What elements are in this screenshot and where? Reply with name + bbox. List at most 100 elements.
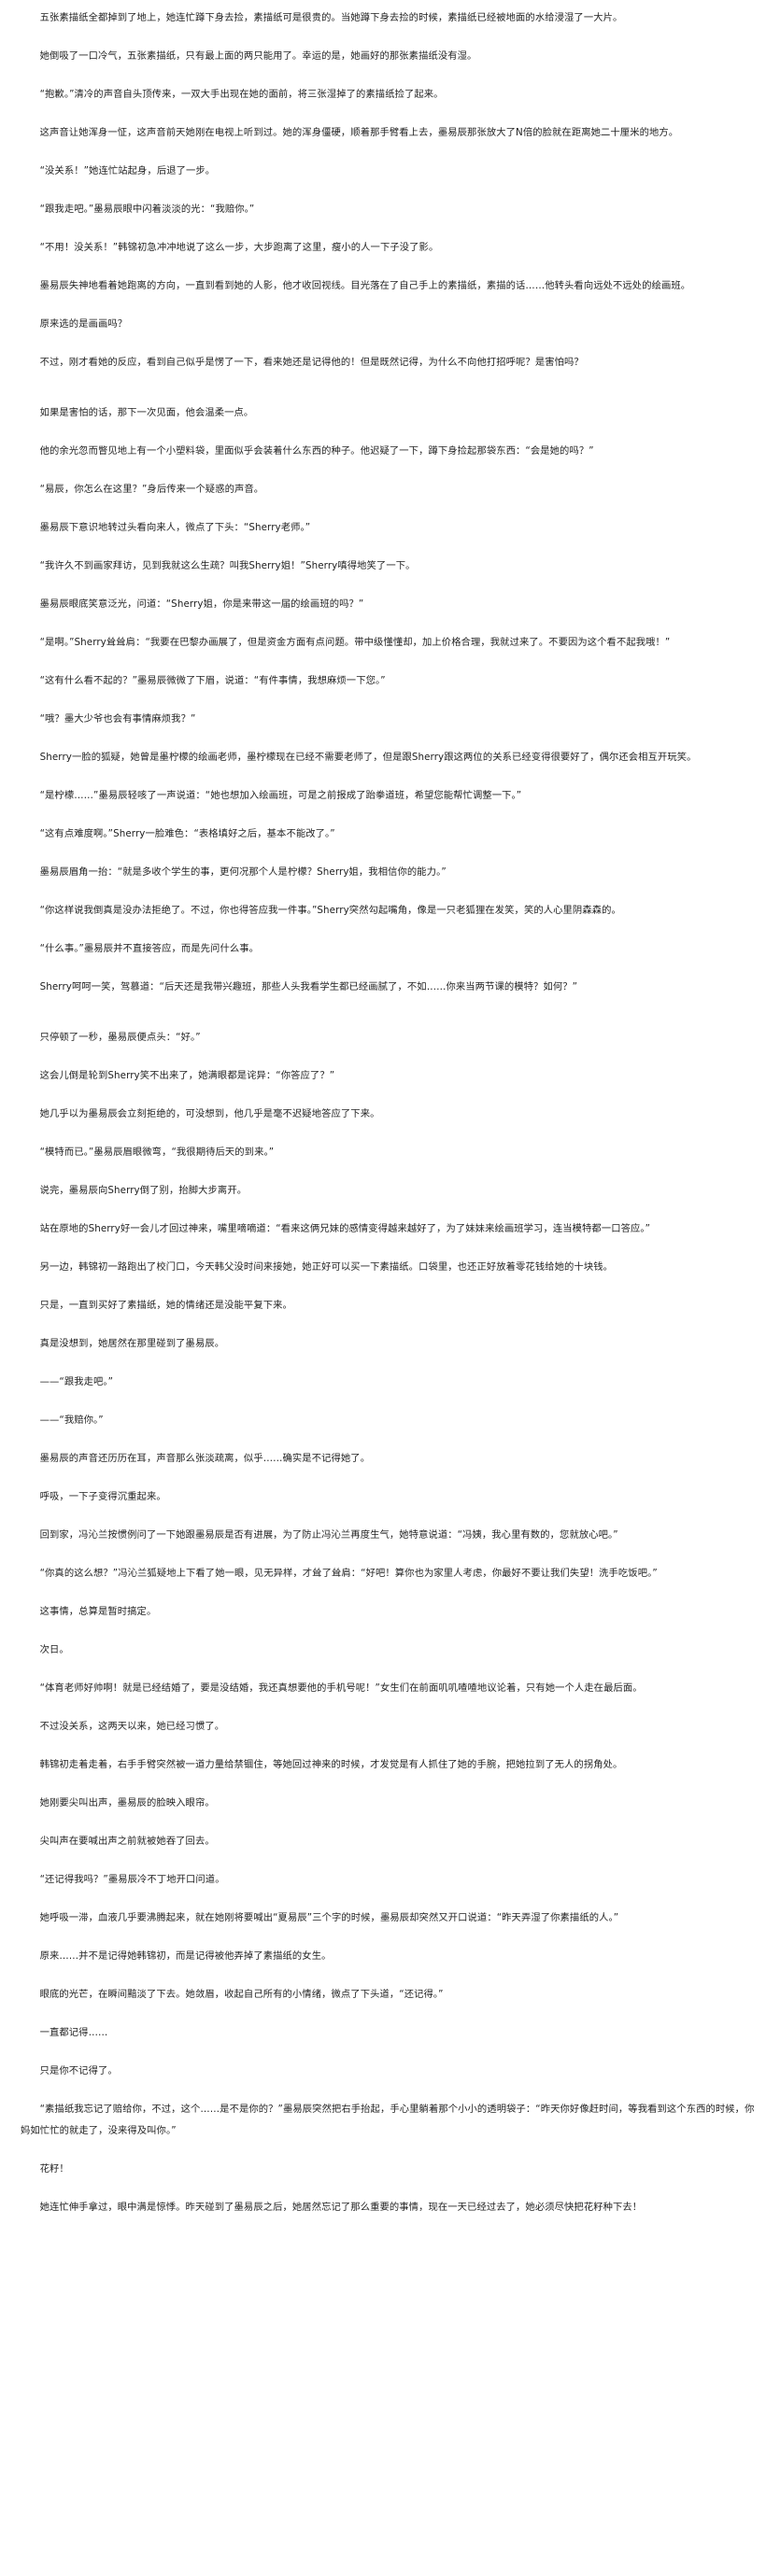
paragraph-gap — [21, 1163, 763, 1180]
paragraph: 这声音让她浑身一怔，这声音前天她刚在电视上听到过。她的浑身僵硬，顺着那手臂看上去… — [39, 127, 679, 138]
paragraph-gap — [21, 1393, 763, 1410]
paragraph-gap — [21, 335, 763, 352]
paragraph-gap — [21, 1699, 763, 1716]
paragraph: “我许久不到画家拜访，见到我就这么生疏？叫我Sherry姐！”Sherry嗔得地… — [39, 560, 416, 571]
paragraph: 站在原地的Sherry好一会儿才回过神来，嘴里嘀嘀道：“看来这俩兄妹的感情变得越… — [39, 1223, 651, 1234]
paragraph: 墨易辰眼底笑意泛光，问道：“Sherry姐，你是来带这一届的绘画班的吗？” — [39, 598, 364, 610]
paragraph: Sherry呵呵一笑，驾慕道：“后天还是我带兴趣班，那些人头我看学生都已经画腻了… — [39, 981, 578, 992]
paragraph: “不用！没关系！”韩锦初急冲冲地说了这么一步，大步跑离了这里，瘦小的人一下子没了… — [39, 242, 439, 253]
paragraph: “素描纸我忘记了赔给你，不过，这个……是不是你的？”墨易辰突然把右手抬起，手心里… — [21, 2104, 755, 2136]
paragraph: “模特而已。”墨易辰眉眼微弯，“我很期待后天的到来。” — [39, 1147, 275, 1158]
paragraph: 花籽！ — [39, 2163, 69, 2175]
paragraph: “抱歉。”清冷的声音自头顶传来，一双大手出现在她的面前，将三张湿掉了的素描纸捡了… — [39, 89, 444, 100]
paragraph: 不过没关系，这两天以来，她已经习惯了。 — [39, 1721, 225, 1732]
paragraph-gap — [21, 220, 763, 237]
paragraph-gap — [21, 1316, 763, 1333]
paragraph: “哦？墨大少爷也会有事情麻烦我？” — [39, 713, 196, 725]
paragraph: 只是，一直到买好了素描纸，她的情绪还是没能平复下来。 — [39, 1300, 292, 1311]
paragraph: “体育老师好帅啊！就是已经结婚了，要是没结婚，我还真想要他的手机号呢！”女生们在… — [39, 1682, 643, 1694]
paragraph: 这事情，总算是暂时搞定。 — [39, 1606, 157, 1617]
paragraph: 墨易辰眉角一抬：“就是多收个学生的事，更何况那个人是柠檬？Sherry姐，我相信… — [39, 866, 447, 878]
paragraph-gap — [21, 1814, 763, 1831]
paragraph-gap — [21, 1125, 763, 1142]
paragraph-gap — [21, 1546, 763, 1563]
paragraph: 她几乎以为墨易辰会立刻拒绝的，可没想到，他几乎是毫不迟疑地答应了下来。 — [39, 1108, 380, 1119]
paragraph-gap — [21, 1431, 763, 1448]
paragraph-gap — [21, 1470, 763, 1486]
section-gap — [21, 998, 763, 1027]
paragraph-gap — [21, 730, 763, 747]
paragraph: 她呼吸一滞，血液几乎要沸腾起来，就在她刚将要喊出“夏易辰”三个字的时候，墨易辰却… — [39, 1912, 619, 1923]
paragraph: “你真的这么想？”冯沁兰狐疑地上下看了她一眼，见无异样，才耸了耸肩：“好吧！算你… — [39, 1568, 658, 1579]
paragraph-gap — [21, 922, 763, 938]
paragraph-gap — [21, 615, 763, 632]
paragraph-gap — [21, 182, 763, 199]
paragraph-gap — [21, 462, 763, 479]
paragraph: 如果是害怕的话，那下一次见面，他会温柔一点。 — [39, 407, 254, 418]
paragraph: 不过，刚才看她的反应，看到自己似乎是愣了一下，看来她还是记得他的！但是既然记得，… — [39, 357, 584, 368]
paragraph-gap — [21, 1087, 763, 1104]
paragraph-gap — [21, 1623, 763, 1640]
paragraph-gap — [21, 424, 763, 441]
paragraph: 真是没想到，她居然在那里碰到了墨易辰。 — [39, 1338, 225, 1349]
paragraph: 另一边，韩锦初一路跑出了校门口，今天韩父没时间来接她，她正好可以买一下素描纸。口… — [39, 1261, 614, 1273]
paragraph: 只是你不记得了。 — [39, 2065, 118, 2076]
paragraph: 一直都记得…… — [39, 2027, 108, 2038]
paragraph-gap — [21, 883, 763, 900]
paragraph-gap — [21, 1049, 763, 1065]
paragraph-gap — [21, 1738, 763, 1754]
paragraph: 尖叫声在要喊出声之前就被她吞了回去。 — [39, 1836, 215, 1847]
paragraph: 呼吸，一下子变得沉重起来。 — [39, 1491, 166, 1502]
paragraph-gap — [21, 106, 763, 122]
paragraph: “是柠檬……”墨易辰轻咳了一声说道：“她也想加入绘画班，可是之前报成了跆拳道班，… — [39, 790, 522, 801]
paragraph-gap — [21, 577, 763, 594]
section-gap — [21, 373, 763, 402]
paragraph-gap — [21, 1278, 763, 1295]
paragraph-gap — [21, 807, 763, 823]
paragraph: ——“跟我走吧。” — [39, 1376, 114, 1387]
paragraph-gap — [21, 539, 763, 556]
paragraph: “什么事。”墨易辰并不直接答应，而是先问什么事。 — [39, 943, 260, 954]
paragraph-gap — [21, 2142, 763, 2159]
paragraph-gap — [21, 500, 763, 517]
paragraph: 说完，墨易辰向Sherry倒了别，抬脚大步离开。 — [39, 1185, 248, 1196]
paragraph-gap — [21, 2082, 763, 2099]
paragraph-gap — [21, 1240, 763, 1257]
paragraph: 他的余光忽而瞥见地上有一个小塑料袋，里面似乎会装着什么东西的种子。他迟疑了一下，… — [39, 445, 594, 457]
paragraph: 这会儿倒是轮到Sherry笑不出来了，她满眼都是诧异：“你答应了？” — [39, 1070, 335, 1081]
paragraph-gap — [21, 2180, 763, 2197]
paragraph: 墨易辰的声音还历历在耳，声音那么张淡疏离，似乎……确实是不记得她了。 — [39, 1453, 371, 1464]
paragraph-gap — [21, 1852, 763, 1869]
paragraph-gap — [21, 1508, 763, 1525]
paragraph-gap — [21, 259, 763, 275]
paragraph: “这有点难度啊。”Sherry一脸难色：“表格填好之后，基本不能改了。” — [39, 828, 335, 839]
paragraph: 眼底的光芒，在瞬间黯淡了下去。她敛眉，收起自己所有的小情绪，微点了下头道，“还记… — [39, 1989, 444, 2000]
paragraph-gap — [21, 1661, 763, 1678]
paragraph-gap — [21, 297, 763, 314]
paragraph: “没关系！”她连忙站起身，后退了一步。 — [39, 165, 216, 176]
paragraph: Sherry一脸的狐疑，她曾是墨柠檬的绘画老师，墨柠檬现在已经不需要老师了，但是… — [39, 752, 697, 763]
paragraph-gap — [21, 1776, 763, 1793]
paragraph: 只停顿了一秒，墨易辰便点头：“好。” — [39, 1032, 201, 1043]
paragraph-gap — [21, 654, 763, 670]
paragraph: 回到家，冯沁兰按惯例问了一下她跟墨易辰是否有进展，为了防止冯沁兰再度生气，她特意… — [39, 1529, 618, 1541]
paragraph: 五张素描纸全都掉到了地上，她连忙蹲下身去捡，素描纸可是很贵的。当她蹲下身去捡的时… — [39, 12, 623, 23]
paragraph: “易辰，你怎么在这里？”身后传来一个疑惑的声音。 — [39, 484, 264, 495]
paragraph-gap — [21, 1355, 763, 1372]
paragraph-gap — [21, 1202, 763, 1218]
paragraph-gap — [21, 2006, 763, 2022]
paragraph: 韩锦初走着走着，右手手臂突然被一道力量给禁锢住，等她回过神来的时候，才发觉是有人… — [39, 1759, 623, 1770]
paragraph-gap — [21, 1967, 763, 1984]
paragraph: 她连忙伸手拿过，眼中满是惊悸。昨天碰到了墨易辰之后，她居然忘记了那么重要的事情，… — [39, 2202, 643, 2213]
paragraph: “跟我走吧。”墨易辰眼中闪着淡淡的光：“我赔你。” — [39, 204, 255, 215]
paragraph: 墨易辰失神地看着她跑离的方向，一直到看到她的人影，他才收回视线。目光落在了自己手… — [39, 280, 691, 291]
paragraph-gap — [21, 1584, 763, 1601]
paragraph: 原来……并不是记得她韩锦初，而是记得被他弄掉了素描纸的女生。 — [39, 1950, 332, 1962]
paragraph: “这有什么看不起的？”墨易辰微微了下眉，说道：“有件事情，我想麻烦一下您。” — [39, 675, 386, 686]
paragraph-gap — [21, 960, 763, 977]
paragraph: 墨易辰下意识地转过头看向来人，微点了下头：“Sherry老师。” — [39, 522, 311, 533]
paragraph-gap — [21, 144, 763, 161]
paragraph-gap — [21, 2044, 763, 2061]
paragraph: “还记得我吗？”墨易辰冷不丁地开口问道。 — [39, 1874, 225, 1885]
